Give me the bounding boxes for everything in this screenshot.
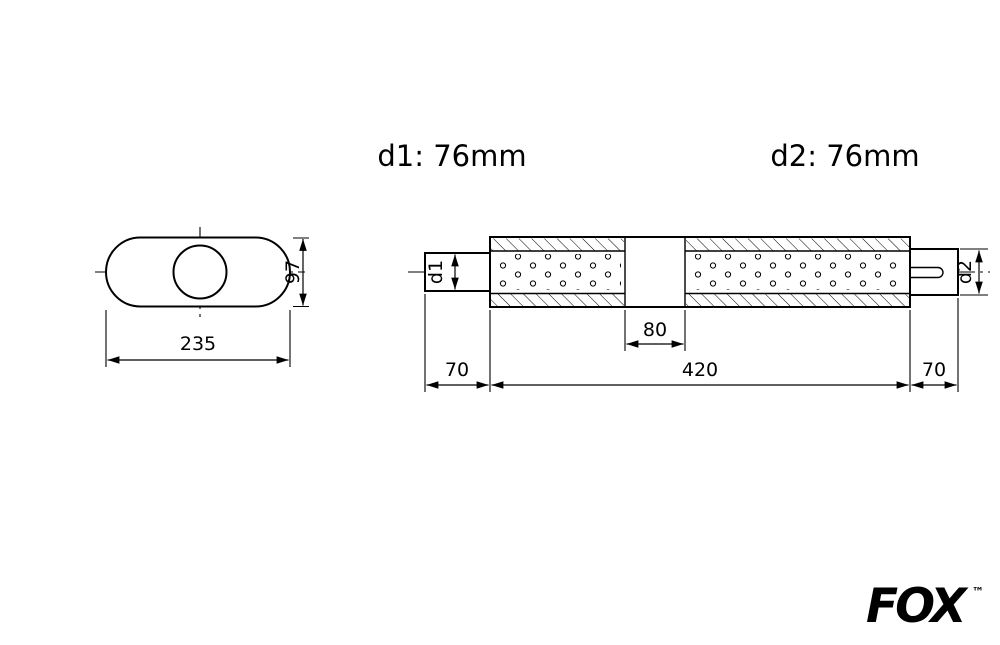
perforation-left — [497, 254, 621, 290]
inlet-length-text: 70 — [445, 359, 469, 381]
chamber-dimension-text: 80 — [643, 319, 667, 341]
insulation-hatch-top-left — [491, 238, 624, 251]
body-length-text: 420 — [682, 359, 718, 381]
chamber-extension-lines — [624, 310, 686, 351]
insulation-hatch-bottom-left — [491, 294, 624, 306]
insulation-hatch-bottom-right — [686, 294, 909, 306]
d2-dimension-text: d2 — [954, 260, 976, 284]
d2-spec-label: d2: 76mm — [770, 139, 919, 173]
side-view: d1 d2 80 70 420 70 — [408, 236, 990, 392]
fox-logo: FOX ™ — [866, 579, 984, 634]
outlet-length-text: 70 — [922, 359, 946, 381]
header-labels: d1: 76mm d2: 76mm — [377, 139, 919, 173]
fox-logo-text: FOX — [866, 579, 969, 634]
width-dimension-text: 235 — [180, 333, 216, 355]
length-extension-lines — [424, 294, 959, 392]
cross-section-view: 97 235 — [95, 227, 309, 367]
d1-spec-label: d1: 76mm — [377, 139, 526, 173]
insulation-hatch-top-right — [686, 238, 909, 251]
d1-dimension-text: d1 — [425, 260, 447, 284]
height-dimension-text: 97 — [282, 260, 304, 284]
d2-extension-lines — [960, 248, 988, 296]
clamp-slot — [911, 266, 944, 279]
outlet-pipe — [909, 248, 959, 296]
height-extension-lines — [293, 237, 309, 308]
width-extension-lines — [105, 310, 291, 367]
inner-pipe-bore — [172, 244, 228, 300]
fox-trademark: ™ — [972, 585, 984, 599]
perforation-right — [689, 254, 903, 290]
